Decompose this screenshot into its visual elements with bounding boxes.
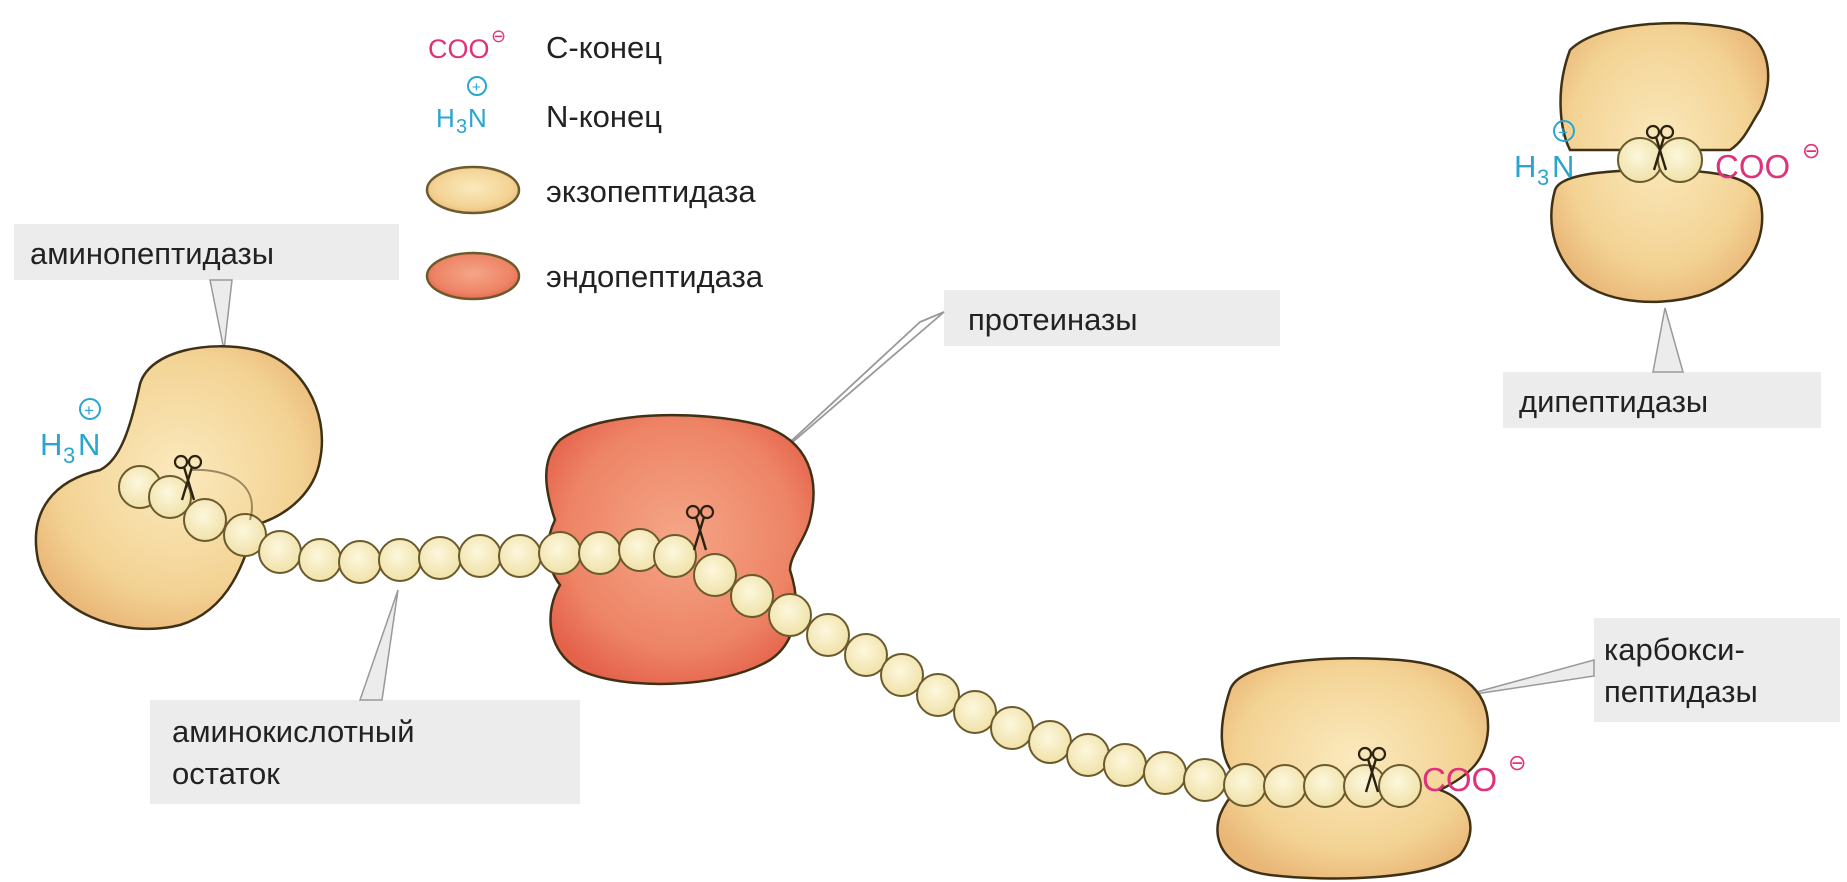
callout-pointer [360, 590, 398, 700]
coo-symbol: COO [1715, 148, 1790, 185]
callout-pointer [1653, 308, 1683, 372]
legend-endo-label: эндопептидаза [546, 259, 764, 294]
amino-acid-bead [339, 541, 381, 583]
amino-acid-bead [654, 535, 696, 577]
h-symbol: H [1514, 149, 1536, 184]
callout-amino-acid-residue: аминокислотный остаток [150, 590, 580, 804]
h-subscript: 3 [1537, 165, 1549, 190]
h-subscript: 3 [456, 116, 467, 138]
legend-c-end-label: C-конец [546, 30, 662, 65]
legend-endo: эндопептидаза [427, 253, 764, 299]
legend-exo: экзопептидаза [427, 167, 756, 213]
amino-acid-bead [1144, 752, 1186, 794]
h-subscript: 3 [63, 443, 75, 468]
amino-acid-bead [419, 537, 461, 579]
legend: COO ⊖ C-конец H 3 N + N-конец экзопептид… [427, 26, 764, 299]
amino-acid-bead [259, 531, 301, 573]
exopeptidase-swatch [427, 167, 519, 213]
amino-acid-bead [1264, 765, 1306, 807]
callout-carboxypeptidases: карбокси- пептидазы [1462, 618, 1840, 722]
callout-pointer [210, 280, 232, 350]
amino-acid-bead [694, 554, 736, 596]
amino-acid-bead [1029, 721, 1071, 763]
negative-charge: ⊖ [491, 26, 506, 46]
amino-acid-bead [1618, 138, 1662, 182]
amino-acid-bead [579, 532, 621, 574]
legend-c-end: COO ⊖ C-конец [428, 26, 662, 65]
label-residue-line1: аминокислотный [172, 714, 415, 749]
coo-symbol: COO [428, 34, 490, 64]
n-symbol: N [468, 103, 487, 133]
amino-acid-bead [807, 614, 849, 656]
amino-acid-bead [917, 674, 959, 716]
h-symbol: H [40, 427, 62, 462]
label-carboxy-line2: пептидазы [1604, 674, 1758, 709]
endopeptidase-swatch [427, 253, 519, 299]
amino-acid-bead [379, 539, 421, 581]
legend-n-end: H 3 N + N-конец [436, 77, 662, 138]
h-symbol: H [436, 103, 455, 133]
label-aminopeptidases: аминопептидазы [30, 236, 274, 271]
amino-acid-bead [1379, 765, 1421, 807]
positive-charge: + [1558, 123, 1568, 142]
amino-acid-bead [991, 707, 1033, 749]
amino-acid-bead [1224, 764, 1266, 806]
amino-acid-bead [1184, 759, 1226, 801]
label-proteinases: протеиназы [968, 302, 1138, 337]
positive-charge: + [472, 79, 481, 96]
amino-acid-bead [1104, 744, 1146, 786]
amino-acid-bead [539, 532, 581, 574]
amino-acid-bead [1304, 765, 1346, 807]
legend-n-end-label: N-конец [546, 99, 662, 134]
amino-acid-bead [299, 539, 341, 581]
legend-exo-label: экзопептидаза [546, 174, 756, 209]
amino-acid-bead [1067, 734, 1109, 776]
amino-acid-bead [1658, 138, 1702, 182]
n-symbol: N [78, 427, 100, 462]
amino-acid-bead [954, 691, 996, 733]
label-residue-line2: остаток [172, 756, 280, 791]
amino-acid-bead [459, 535, 501, 577]
n-symbol: N [1552, 149, 1574, 184]
callout-dipeptidases: дипептидазы [1503, 308, 1821, 428]
amino-acid-bead [499, 535, 541, 577]
negative-charge: ⊖ [1508, 750, 1526, 775]
amino-acid-bead [184, 499, 226, 541]
label-carboxy-line1: карбокси- [1604, 632, 1745, 667]
coo-symbol: COO [1422, 761, 1497, 798]
callout-proteinases: протеиназы [760, 290, 1280, 470]
positive-charge: + [84, 401, 94, 420]
label-dipeptidases: дипептидазы [1519, 384, 1708, 419]
negative-charge: ⊖ [1802, 138, 1820, 163]
callout-pointer [1462, 660, 1594, 696]
amino-acid-bead [769, 594, 811, 636]
n-terminus-left: H 3 N + [40, 399, 100, 468]
amino-acid-bead [731, 575, 773, 617]
n-terminus-dipeptide: H 3 N + [1514, 121, 1574, 190]
callout-aminopeptidases: аминопептидазы [14, 224, 399, 350]
